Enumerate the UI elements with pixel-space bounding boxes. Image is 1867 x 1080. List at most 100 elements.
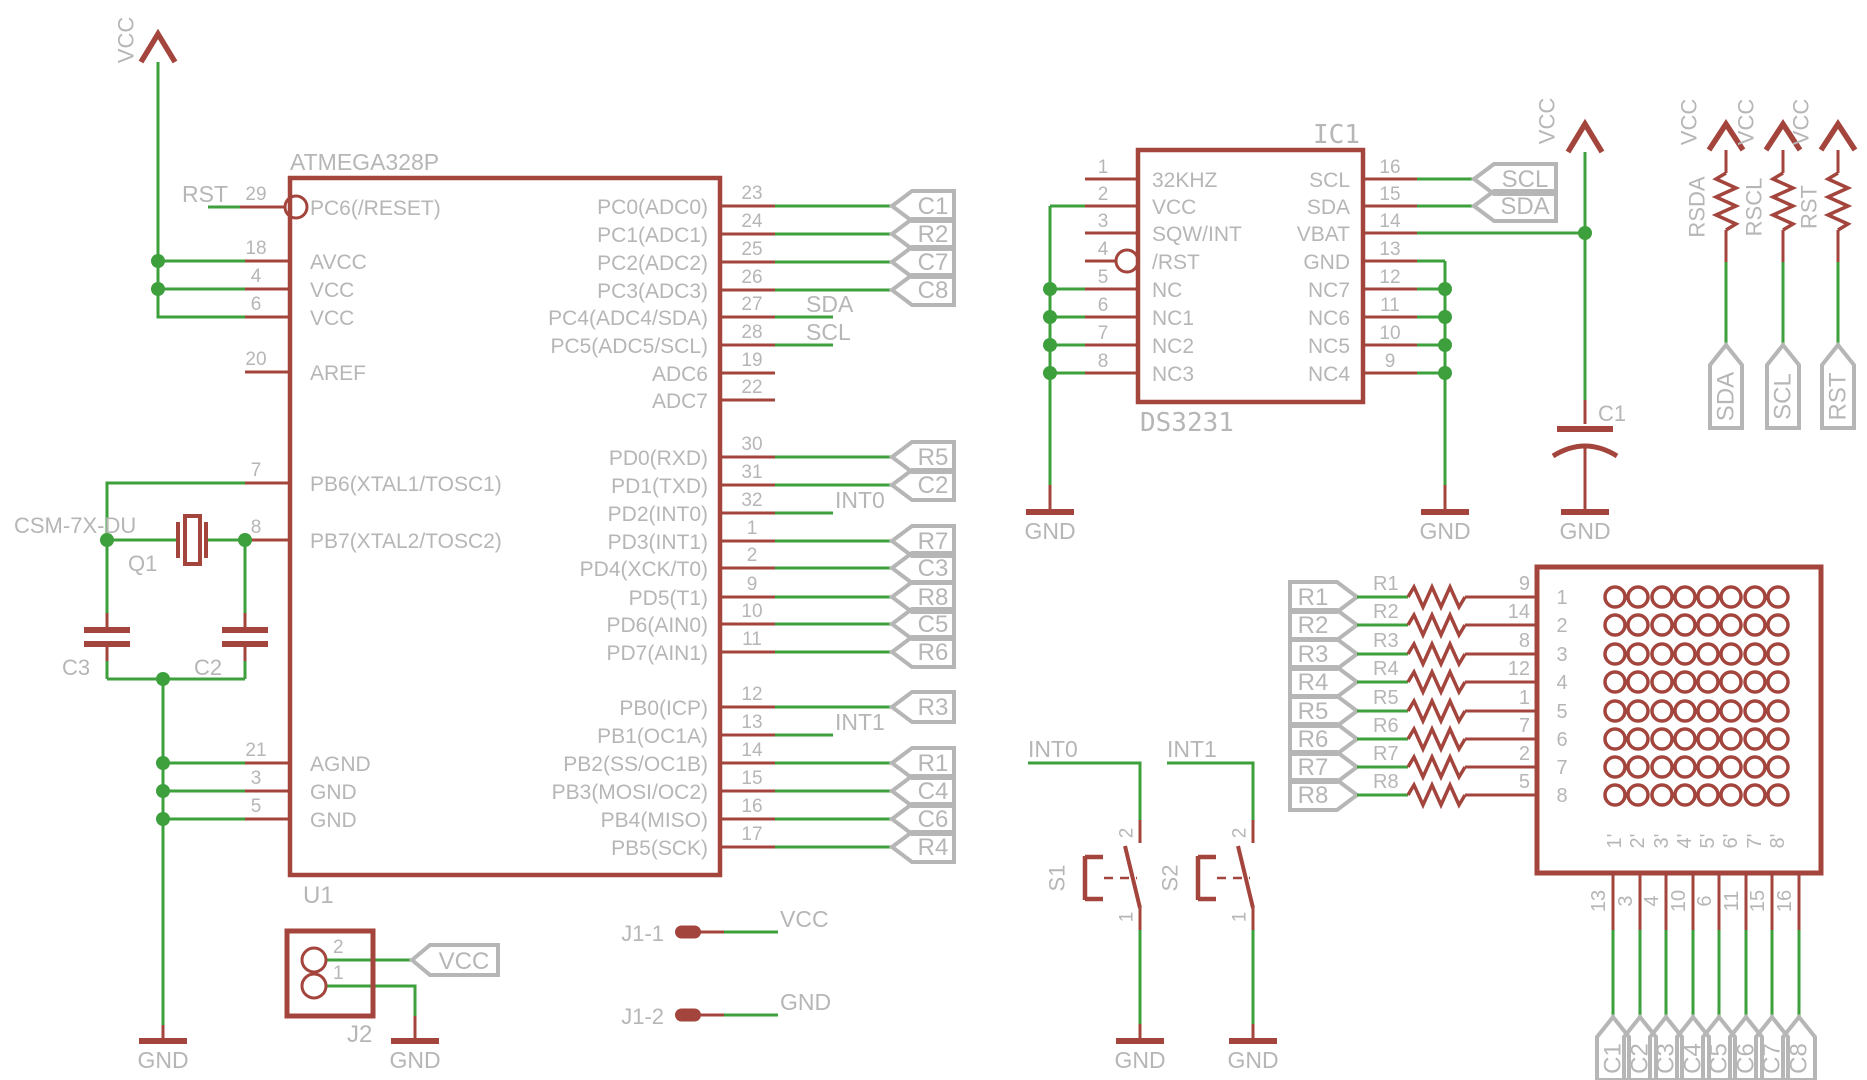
matrix-pin-number: 13 <box>1588 890 1610 912</box>
u1-title: ATMEGA328P <box>290 149 439 175</box>
led-icon <box>1743 755 1767 779</box>
matrix-pin-number: 8 <box>1519 630 1530 652</box>
u1-pin-name: PB4(MISO) <box>601 809 708 832</box>
pin-wire <box>1406 696 1467 726</box>
ic1-pin-name: NC3 <box>1152 363 1194 386</box>
ic1-pin-number: 13 <box>1379 239 1400 260</box>
led-icon <box>1650 783 1674 807</box>
ic1-pin-name: /RST <box>1152 251 1200 274</box>
led-icon <box>1719 699 1743 723</box>
u1-pin-name: AGND <box>310 753 371 776</box>
u1-pin-name: PD7(AIN1) <box>606 642 708 665</box>
net-tag-C7: C7 <box>918 249 949 276</box>
net-tag-RST-outline <box>1820 341 1856 430</box>
junction-dot <box>1438 366 1452 380</box>
resistor-refdes: RSDA <box>1685 176 1710 237</box>
resistor-refdes: RSCL <box>1742 178 1767 237</box>
matrix-pin-number: 6 <box>1694 895 1716 906</box>
u1-pin-number: 11 <box>742 629 762 650</box>
led-icon <box>1650 670 1674 694</box>
u1-pin-name: PC6(/RESET) <box>310 197 441 220</box>
matrix-pin-number: 7 <box>1519 715 1530 737</box>
gnd-label: GND <box>1227 1047 1278 1073</box>
matrix-pin-number: 3 <box>1615 895 1637 906</box>
led-icon <box>1650 727 1674 751</box>
matrix-pin-number: 9 <box>1519 573 1530 595</box>
led-icon <box>1696 613 1720 637</box>
matrix-row-label: 7 <box>1556 757 1567 779</box>
u1-pin-number: 3 <box>251 768 262 789</box>
gnd-label: GND <box>389 1047 440 1073</box>
j2-refdes: J2 <box>347 1021 372 1048</box>
net-wires <box>105 62 1587 1025</box>
net-tag-SDA-outline <box>1470 189 1558 223</box>
led-icon <box>1603 613 1627 637</box>
matrix-pin-number: 10 <box>1668 890 1690 912</box>
resistor-refdes: RST <box>1797 185 1822 229</box>
led-icon <box>1673 670 1697 694</box>
pin-wire <box>1823 171 1853 232</box>
led-icon <box>1626 642 1650 666</box>
junction-dot <box>1438 338 1452 352</box>
pin-wire <box>1406 582 1467 612</box>
junction-dot <box>151 254 165 268</box>
ic1-pin-number: 7 <box>1098 323 1109 344</box>
u1-pin-name: PD6(AIN0) <box>606 614 708 637</box>
led-icon <box>1673 585 1697 609</box>
matrix-col-label: 3' <box>1651 834 1673 849</box>
u1-pin-name: PC4(ADC4/SDA) <box>548 307 708 330</box>
u1-pin-number: 29 <box>245 184 266 205</box>
junction-dot <box>1043 310 1057 324</box>
matrix-col-label: 7' <box>1744 834 1766 849</box>
u1-pin-number: 9 <box>747 574 758 595</box>
led-icon <box>1603 727 1627 751</box>
gnd-label: GND <box>1024 518 1075 544</box>
net-tag-R2: R2 <box>1298 612 1329 639</box>
resistor-refdes: R5 <box>1373 687 1399 709</box>
net-tag-SDA-outline <box>1708 341 1744 430</box>
led-icon <box>1673 642 1697 666</box>
cap-c1-label: C1 <box>1598 401 1626 426</box>
u1-pin-name: VCC <box>310 307 354 330</box>
j2-pin1-pad <box>300 972 328 1000</box>
u1-pin-number: 18 <box>245 238 266 259</box>
resistor-refdes: R2 <box>1373 601 1399 623</box>
net-tag-R1: R1 <box>1298 584 1329 611</box>
u1-pin-name: AVCC <box>310 251 367 274</box>
led-icon <box>1719 755 1743 779</box>
vcc-label: VCC <box>114 17 139 64</box>
u1-pin-name: PC0(ADC0) <box>597 196 708 219</box>
pin-wire <box>1406 639 1467 669</box>
matrix-pin-number: 4 <box>1641 895 1663 906</box>
u1-pin-name: PB2(SS/OC1B) <box>563 753 708 776</box>
ic1-pin-number: 15 <box>1379 184 1400 205</box>
j2-box <box>284 928 376 1019</box>
pin-wire <box>1768 171 1798 232</box>
u1-pin-name: PB6(XTAL1/TOSC1) <box>310 473 502 496</box>
u1-pin-number: 4 <box>251 266 262 287</box>
led-icon <box>1719 727 1743 751</box>
j2-pin2-number: 2 <box>333 937 344 958</box>
matrix-pin-number: 14 <box>1508 601 1530 623</box>
net-tag-C5: C5 <box>918 611 949 638</box>
matrix-pin-number: 5 <box>1519 771 1530 793</box>
led-icon <box>1603 585 1627 609</box>
led-icon <box>1696 755 1720 779</box>
led-icon <box>1626 783 1650 807</box>
u1-pin-name: PD3(INT1) <box>608 531 708 554</box>
pin-wire <box>138 28 178 64</box>
ic1-pin-name: SDA <box>1307 196 1350 219</box>
pin-wire <box>1565 118 1605 154</box>
net-tag-R6-outline <box>1288 722 1361 756</box>
u1-pin-name: VCC <box>310 279 354 302</box>
led-icon <box>1650 755 1674 779</box>
led-icon <box>1696 783 1720 807</box>
ic1-pin-name: NC <box>1152 279 1182 302</box>
led-icon <box>1743 670 1767 694</box>
pin-wire <box>1818 118 1858 152</box>
matrix-pin-number: 16 <box>1774 890 1796 912</box>
u1-pin-name: PB7(XTAL2/TOSC2) <box>310 530 502 553</box>
junction-dot <box>1043 338 1057 352</box>
inverted-pin-circle <box>1114 248 1140 274</box>
net-tag-R7: R7 <box>1298 754 1329 781</box>
